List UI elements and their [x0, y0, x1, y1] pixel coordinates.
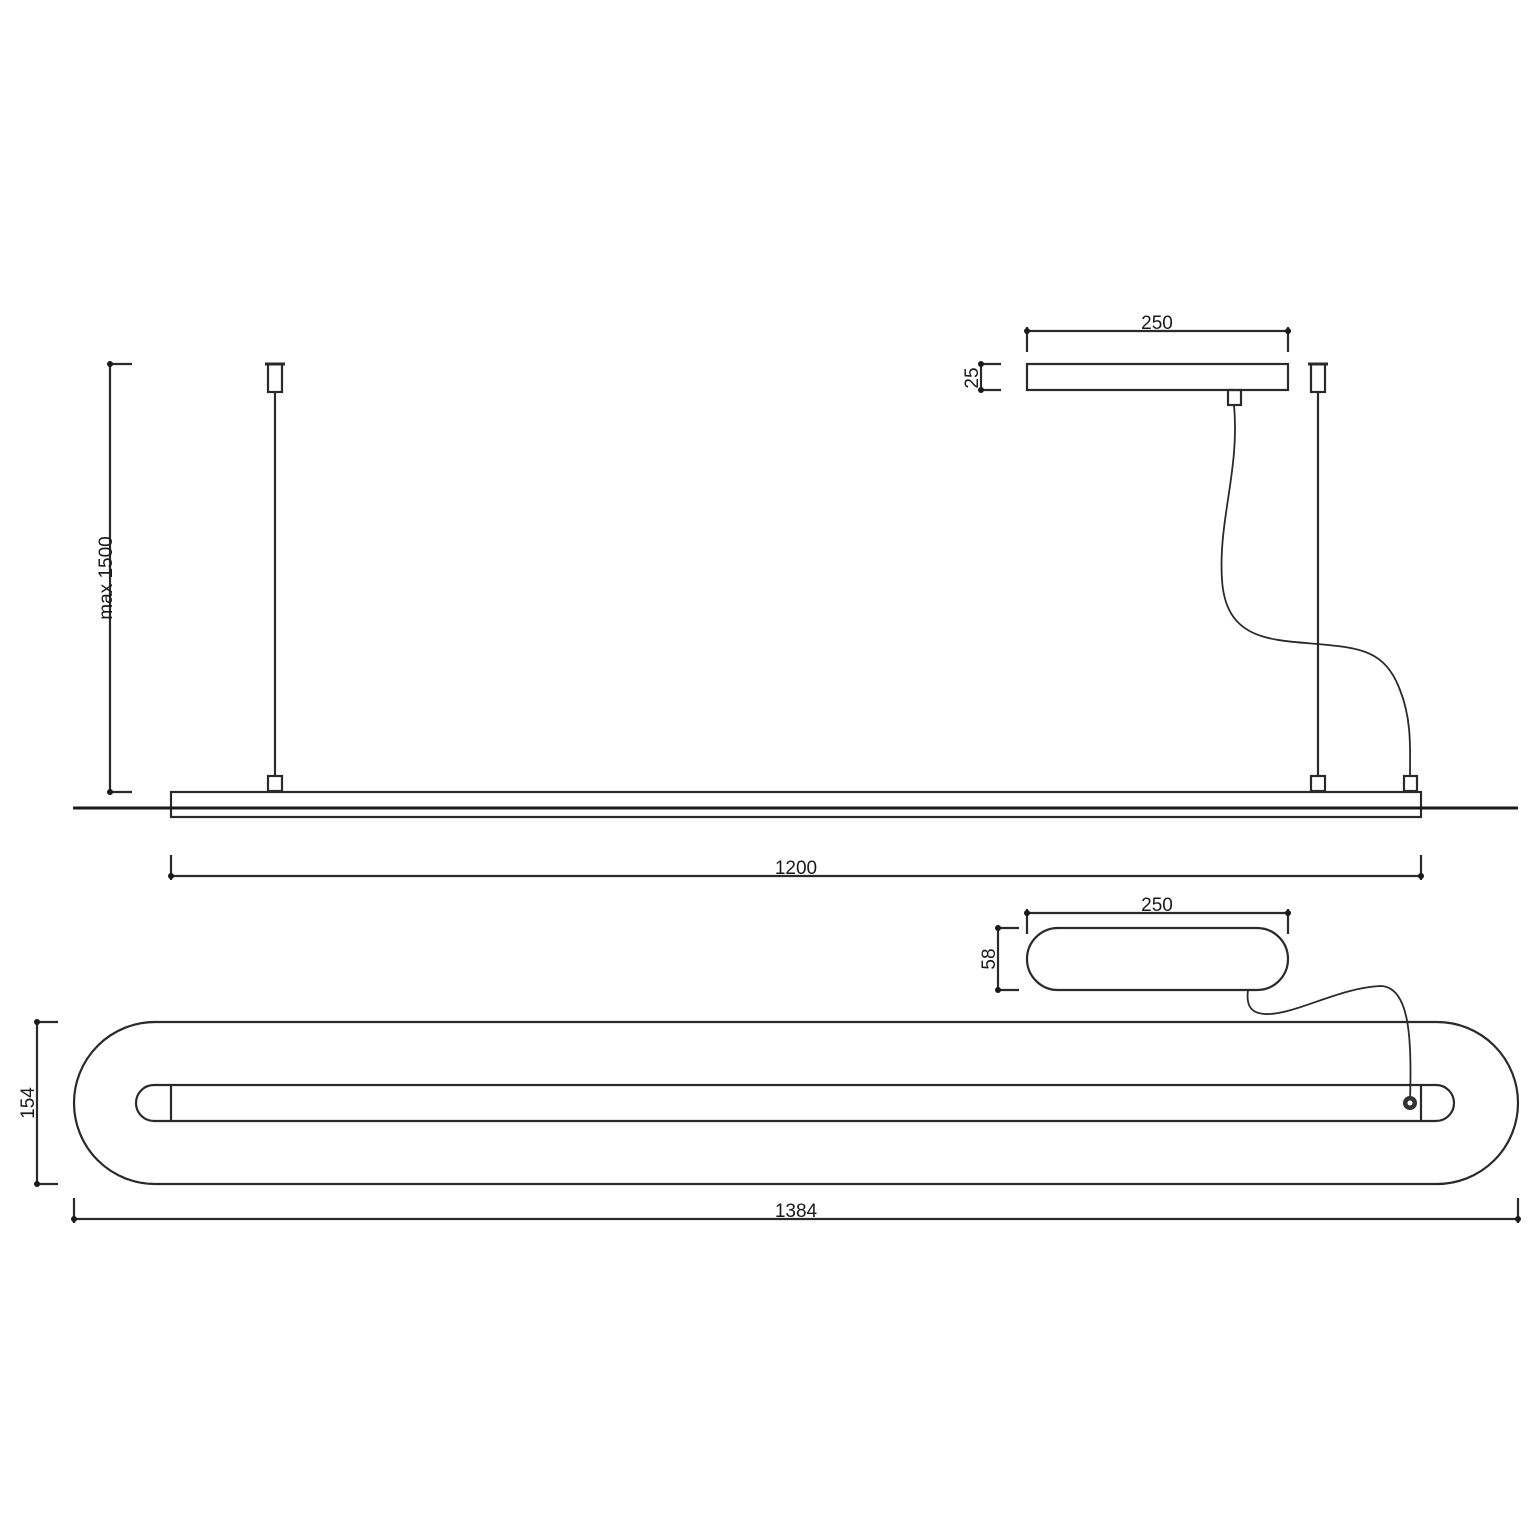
dimension-body-length-side: 1200	[168, 855, 1424, 880]
canopy-top: 250 58	[979, 895, 1291, 993]
body-length-label-top: 1384	[775, 1201, 818, 1222]
luminaire-body-side	[73, 790, 1518, 819]
canopy-depth-label-top: 58	[979, 948, 1000, 969]
suspension-height-label: max 1500	[96, 536, 117, 619]
right-suspension-wire	[1308, 362, 1328, 793]
luminaire-body-top	[72, 1020, 1520, 1186]
body-width-label-top: 154	[18, 1087, 39, 1119]
canopy-height-label-side: 25	[962, 367, 983, 388]
power-cable-top	[1246, 985, 1412, 1101]
dimension-suspension-height: max 1500	[96, 361, 132, 795]
dimension-body-length-top: 1384	[71, 1198, 1521, 1223]
side-view: max 1500 250 25	[73, 313, 1518, 880]
canopy-side: 250 25	[962, 313, 1291, 407]
dimension-body-width-top: 154	[18, 1019, 58, 1187]
left-suspension-wire	[265, 362, 285, 793]
canopy-width-label-top: 250	[1141, 895, 1173, 916]
canopy-width-label-side: 250	[1141, 313, 1173, 334]
body-length-label-side: 1200	[775, 858, 817, 879]
power-cable-side	[1220, 404, 1419, 793]
top-view: 250 58 154	[18, 895, 1521, 1223]
